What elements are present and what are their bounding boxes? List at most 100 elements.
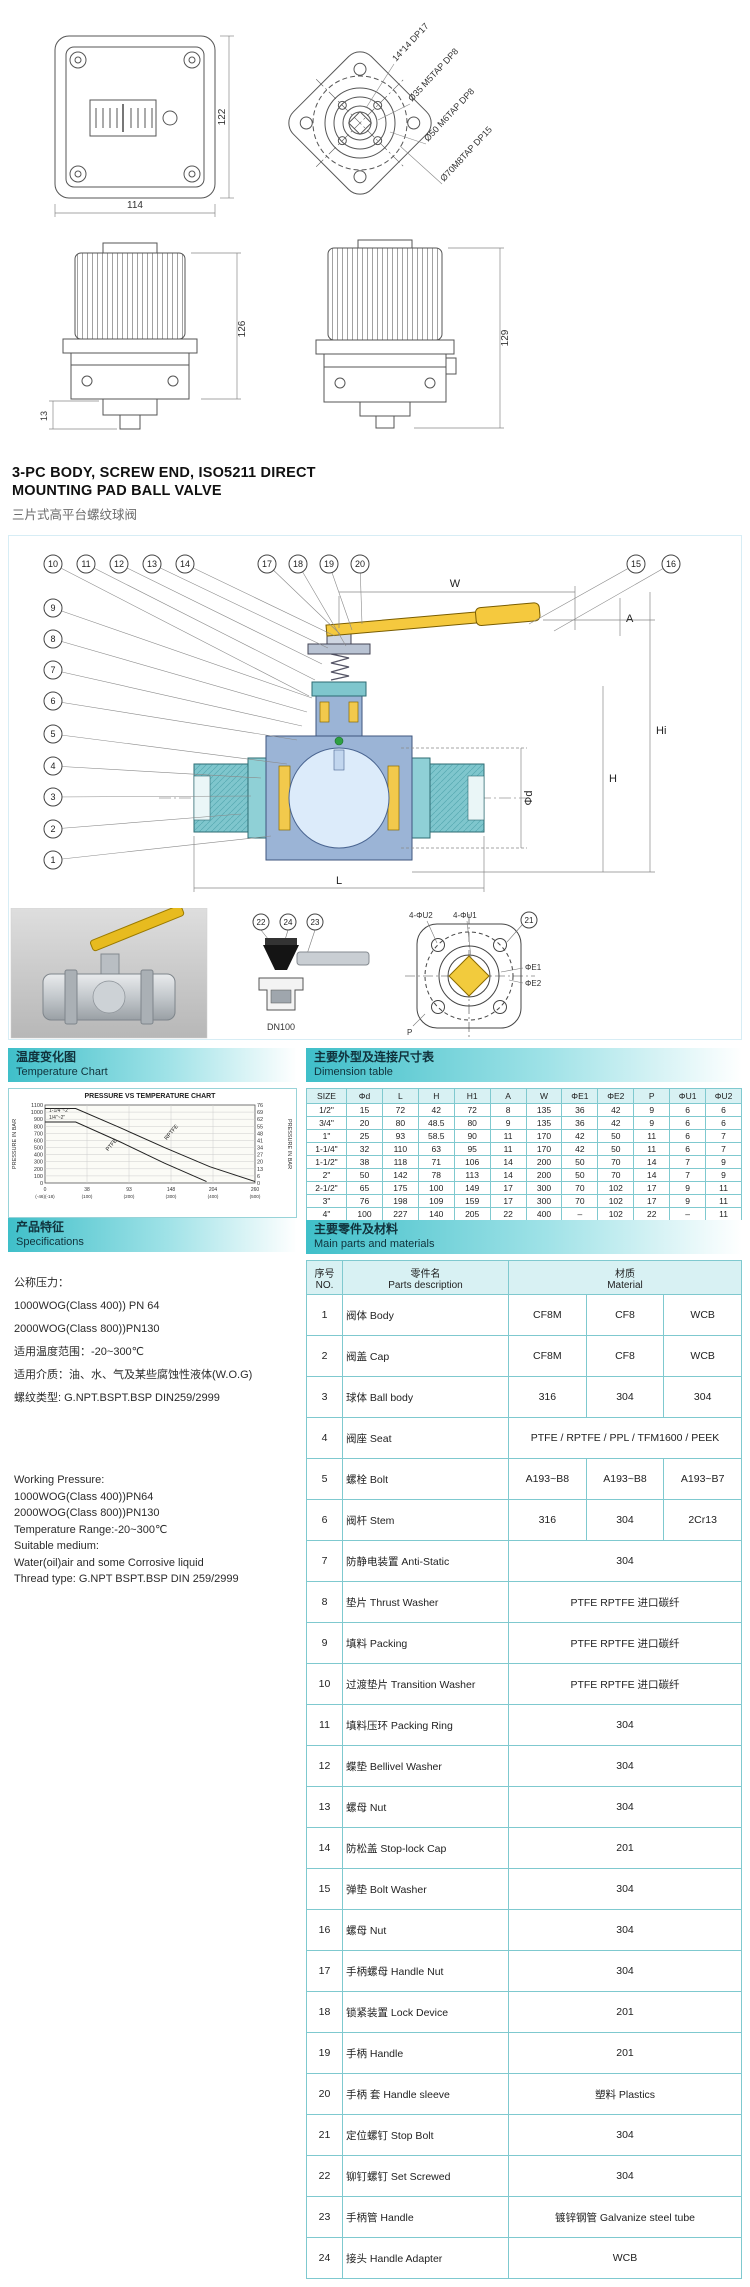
dim-cell: 38: [346, 1155, 383, 1169]
part-no: 2: [306, 1335, 343, 1377]
spec-line: 2000WOG(Class 800))PN130: [14, 1323, 160, 1335]
page-title-line1: 3-PC BODY, SCREW END, ISO5211 DIRECT: [12, 465, 316, 481]
spec-line: 1000WOG(Class 400)) PN 64: [14, 1300, 160, 1312]
part-name: 铆钉螺钉 Set Screwed: [342, 2155, 509, 2197]
dim-label-L: L: [336, 875, 342, 887]
part-no: 20: [306, 2073, 343, 2115]
svg-text:400: 400: [34, 1153, 43, 1159]
part-no: 18: [306, 1991, 343, 2033]
svg-text:10: 10: [48, 559, 58, 569]
svg-text:800: 800: [34, 1124, 43, 1130]
material-cell: 304: [508, 1868, 742, 1910]
part-no: 12: [306, 1745, 343, 1787]
callout-3: 3: [43, 787, 252, 807]
spec-line: Temperature Range:-20~300℃: [14, 1523, 168, 1536]
svg-text:900: 900: [34, 1117, 43, 1123]
svg-text:(100): (100): [82, 1194, 93, 1199]
dim-cell: 7: [705, 1142, 742, 1156]
material-cell: A193~B7: [663, 1458, 742, 1500]
dim-cell: 17: [489, 1181, 527, 1195]
svg-text:13: 13: [147, 559, 157, 569]
spec-line: 1000WOG(Class 400))PN64: [14, 1490, 154, 1503]
svg-text:PRESSURE IN BAR: PRESSURE IN BAR: [286, 1119, 292, 1169]
dim-cell: 6: [705, 1116, 742, 1130]
dim-cell: 14: [633, 1155, 671, 1169]
dim-cell: 7: [669, 1168, 707, 1182]
part-name: 填料 Packing: [342, 1622, 509, 1664]
dim-cell: 2-1/2": [306, 1181, 347, 1195]
dim-cell: 102: [597, 1207, 635, 1221]
dim-cell: 200: [525, 1168, 563, 1182]
dim-cell: 42: [561, 1142, 599, 1156]
dim-cell: 7: [669, 1155, 707, 1169]
material-cell: A193~B8: [585, 1458, 665, 1500]
dim-cell: –: [669, 1207, 707, 1221]
dim-label-126: 126: [237, 320, 248, 337]
flange-label-square-drive: 14*14 DP17: [390, 21, 430, 63]
svg-text:41: 41: [257, 1138, 263, 1144]
side-view-left-drawing: 126 13: [39, 242, 248, 430]
spec-line: 适用介质：油、水、气及某些腐蚀性液体(W.O.G): [14, 1369, 253, 1381]
svg-text:6: 6: [50, 696, 55, 706]
svg-text:(-46)(-18): (-46)(-18): [35, 1194, 55, 1199]
part-name: 手柄 套 Handle sleeve: [342, 2073, 509, 2115]
dim-cell: 1-1/2": [306, 1155, 347, 1169]
dim-cell: 149: [453, 1181, 491, 1195]
callout-13: 13: [142, 554, 329, 649]
callout-17: 17: [257, 554, 341, 635]
svg-text:17: 17: [262, 559, 272, 569]
callout-19: 19: [319, 554, 353, 631]
callout-18: 18: [288, 554, 347, 647]
dim-col-header: ΦU1: [669, 1088, 707, 1104]
dim-cell: 80: [453, 1116, 491, 1130]
svg-text:11: 11: [81, 559, 90, 569]
svg-text:1100: 1100: [31, 1103, 43, 1109]
dim-cell: 22: [633, 1207, 671, 1221]
detail-diagram: 22 24 23 DN100: [252, 913, 370, 1032]
dim-cell: 11: [705, 1194, 742, 1208]
section-title-en: Specifications: [16, 1236, 84, 1248]
callout-23-label: 23: [311, 918, 320, 927]
svg-text:55: 55: [257, 1124, 263, 1130]
part-no: 5: [306, 1458, 343, 1500]
material-cell: WCB: [508, 2237, 742, 2279]
part-name: 定位螺钉 Stop Bolt: [342, 2114, 509, 2156]
dim-cell: 7: [705, 1129, 742, 1143]
svg-text:19: 19: [324, 559, 334, 569]
page-title-line2: MOUNTING PAD BALL VALVE: [12, 483, 222, 499]
part-name: 螺母 Nut: [342, 1909, 509, 1951]
dim-cell: 300: [525, 1194, 563, 1208]
valve-end-connectors: [193, 757, 485, 839]
dim-cell: 20: [346, 1116, 383, 1130]
dim-cell: 227: [381, 1207, 419, 1221]
dim-col-header: ΦE1: [561, 1088, 599, 1104]
dim-cell: 17: [633, 1194, 671, 1208]
material-cell: 镀锌钢管 Galvanize steel tube: [508, 2196, 742, 2238]
svg-text:27: 27: [257, 1153, 263, 1159]
dim-cell: 11: [705, 1181, 742, 1195]
svg-text:1/4"~2": 1/4"~2": [49, 1115, 65, 1121]
part-name: 阀体 Body: [342, 1294, 509, 1336]
part-no: 11: [306, 1704, 343, 1746]
dim-cell: 9: [669, 1194, 707, 1208]
dim-cell: 6: [669, 1116, 707, 1130]
product-photo: [10, 908, 208, 1039]
dim-cell: 6: [705, 1103, 742, 1117]
part-name: 手柄 Handle: [342, 2032, 509, 2074]
dim-cell: 118: [381, 1155, 419, 1169]
part-name: 手柄螺母 Handle Nut: [342, 1950, 509, 1992]
